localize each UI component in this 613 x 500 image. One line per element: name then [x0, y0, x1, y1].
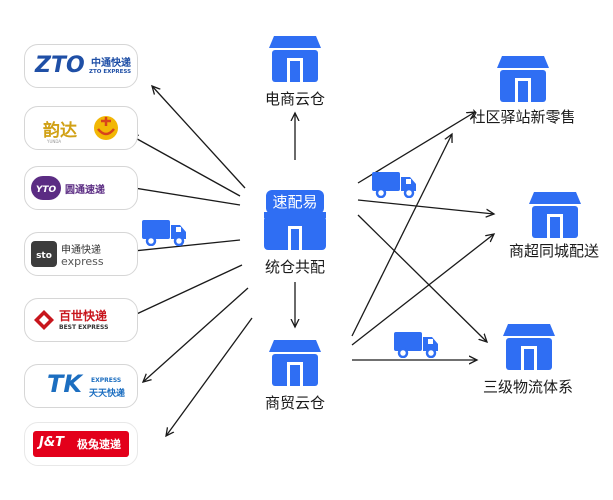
courier-logo-yunda: 韵达 YUNDA [24, 106, 138, 150]
arrow-to-yunda [130, 135, 241, 197]
arrow-hub-logistics [357, 214, 487, 342]
sto-en: express [61, 255, 104, 268]
arrow-hub-community [357, 112, 475, 184]
arrow-trade-supermarket [351, 234, 494, 346]
zto-cn: 中通快递 [91, 58, 131, 69]
truck-icon [372, 172, 416, 198]
zto-mark: ZTO [35, 53, 85, 78]
courier-logo-jt: J&T 极兔速递 [24, 422, 138, 466]
arrow-to-zto [152, 86, 246, 189]
courier-logo-sto: sto 申通快递 express [24, 232, 138, 276]
tk-cn: 天天快递 [89, 389, 126, 399]
arrow-hub-supermarket [357, 199, 494, 214]
courier-logo-yto: YTO 圆通速递 [24, 166, 138, 210]
best-mark-icon [34, 310, 54, 330]
zto-en: ZTO EXPRESS [89, 69, 132, 75]
jt-cn: 极兔速递 [77, 438, 121, 451]
best-cn: 百世快递 [59, 309, 108, 323]
yunda-smile-icon [94, 116, 118, 140]
yunda-en: YUNDA [47, 139, 62, 144]
store-icon [529, 192, 581, 238]
arrow-to-best [128, 264, 243, 318]
tk-en: EXPRESS [91, 377, 122, 384]
sto-cn: 申通快递 [61, 245, 101, 256]
yto-mark-icon: YTO [31, 176, 61, 200]
truck-icon [142, 220, 186, 246]
node-label-community: 社区驿站新零售 [470, 108, 576, 126]
node-label-ecommerce: 电商云仓 [264, 90, 325, 108]
courier-logo-tiantian: TK EXPRESS 天天快递 [24, 364, 138, 408]
store-icon [269, 36, 321, 82]
courier-logo-zto: ZTO 中通快递 ZTO EXPRESS [24, 44, 138, 88]
truck-icon [394, 332, 438, 358]
hub-badge: 速配易 [266, 190, 324, 214]
svg-text:YTO: YTO [36, 185, 57, 195]
store-icon [497, 56, 549, 102]
node-label-logistics: 三级物流体系 [482, 378, 573, 396]
yunda-cn: 韵达 [43, 121, 77, 141]
arrow-to-yto [122, 186, 241, 206]
sto-mark-icon: sto [31, 241, 57, 267]
store-icon [503, 324, 555, 370]
best-en: BEST EXPRESS [59, 324, 109, 331]
node-label-trade: 商贸云仓 [264, 394, 325, 412]
arrow-to-jt [166, 317, 253, 436]
hub-label: 统仓共配 [264, 258, 325, 276]
arrow-to-sto [124, 239, 241, 252]
node-label-supermarket: 商超同城配送 [508, 242, 599, 260]
jt-mark: J&T [39, 435, 65, 450]
yto-cn: 圆通速递 [65, 185, 105, 196]
arrow-trade-community [351, 134, 452, 337]
store-icon [269, 340, 321, 386]
tk-mark: TK [47, 370, 82, 398]
jt-banner [33, 431, 129, 457]
hub-store-icon [264, 212, 326, 250]
arrow-to-tk [143, 287, 249, 382]
svg-text:sto: sto [36, 251, 52, 261]
courier-logo-best: 百世快递 BEST EXPRESS [24, 298, 138, 342]
